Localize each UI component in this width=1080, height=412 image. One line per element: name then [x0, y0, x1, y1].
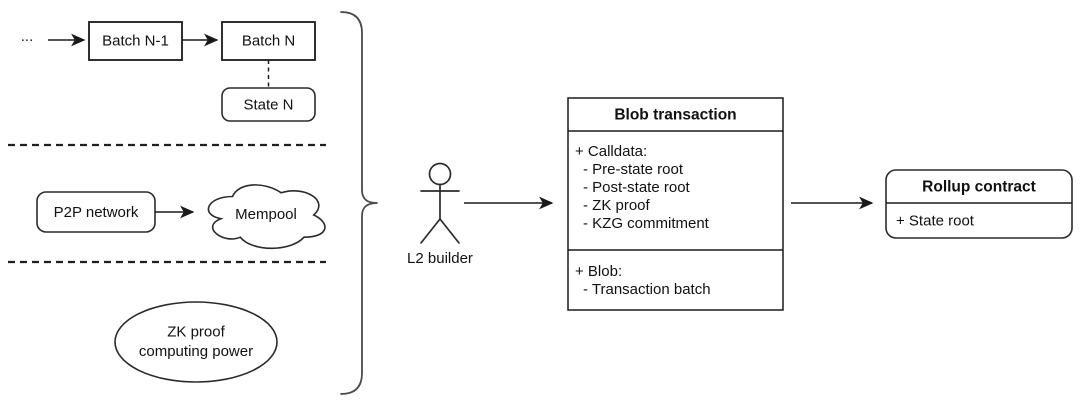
batch-n1-label: Batch N-1	[102, 32, 169, 49]
blob-header-label: + Blob:	[575, 263, 622, 280]
l2-builder-actor-icon	[420, 162, 460, 244]
calldata-item-pre-state-root: - Pre-state root	[583, 161, 684, 178]
rollup-contract-title: Rollup contract	[922, 179, 1036, 196]
p2p-network-label: P2P network	[54, 204, 139, 221]
calldata-item-kzg-commitment: - KZG commitment	[583, 215, 710, 232]
blob-transaction-title: Blob transaction	[614, 107, 736, 124]
zk-proof-label-line2: computing power	[139, 343, 253, 360]
blob-transaction-node: Blob transaction + Calldata: - Pre-state…	[567, 97, 784, 311]
batch-n-label: Batch N	[242, 32, 295, 49]
blob-item-transaction-batch: - Transaction batch	[583, 281, 711, 298]
l2-builder-label: L2 builder	[407, 250, 473, 267]
zk-proof-label-line1: ZK proof	[167, 323, 225, 340]
state-n-label: State N	[243, 96, 293, 113]
blob-transaction-outline	[567, 97, 784, 311]
batch-n-node	[221, 21, 316, 61]
mempool-cloud-icon	[207, 184, 326, 249]
state-root-label: + State root	[896, 212, 975, 229]
mempool-label: Mempool	[235, 206, 297, 223]
calldata-item-post-state-root: - Post-state root	[583, 179, 691, 196]
batch-n1-node	[88, 21, 183, 61]
rollup-contract-outline	[885, 169, 1073, 239]
zk-proof-node	[114, 301, 278, 383]
calldata-item-zk-proof: - ZK proof	[583, 197, 651, 214]
curly-brace-icon	[340, 11, 378, 395]
state-n-node	[221, 87, 316, 122]
ellipsis-label: ...	[21, 28, 34, 45]
calldata-header-label: + Calldata:	[575, 143, 647, 160]
rollup-contract-node: Rollup contract + State root	[885, 169, 1073, 239]
